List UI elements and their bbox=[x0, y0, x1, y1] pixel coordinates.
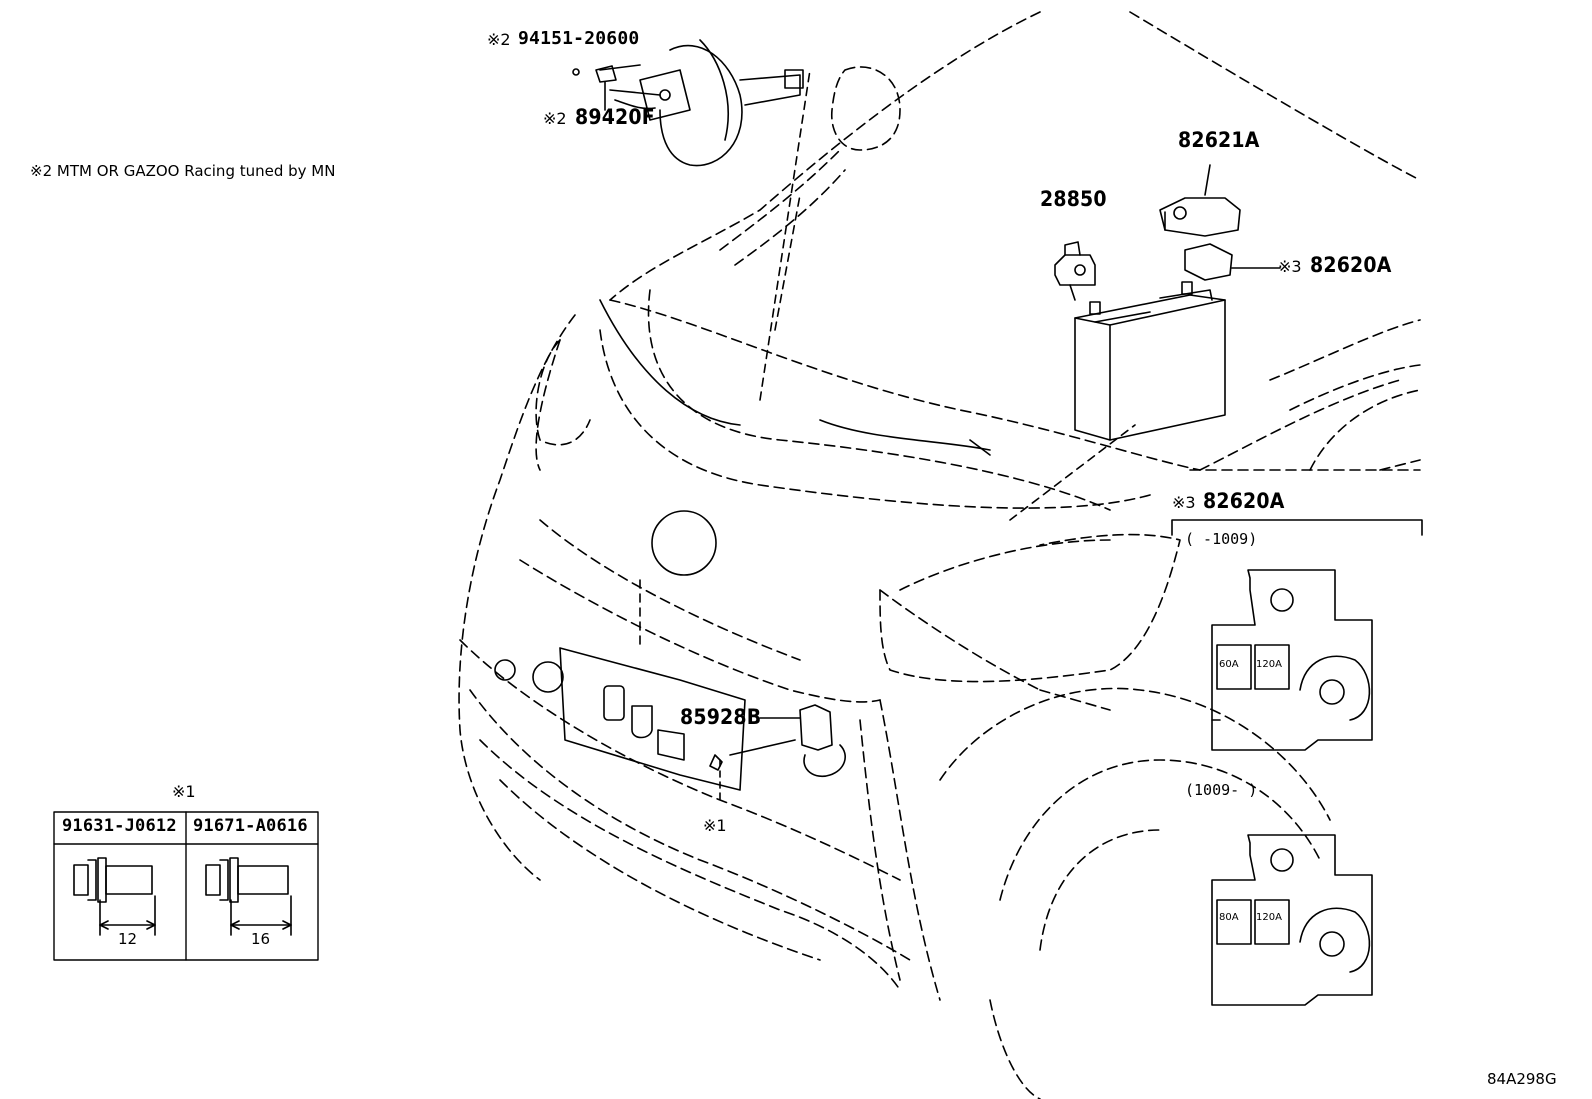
range-bottom: (1009- ) bbox=[1185, 781, 1258, 799]
fuse-60a-box bbox=[1216, 644, 1252, 690]
mark-3-b: ※3 bbox=[1172, 493, 1196, 512]
mark-2-b: ※2 bbox=[543, 109, 567, 128]
part-85928B-harness bbox=[709, 704, 846, 777]
fuse-label-120a-bottom: 120A bbox=[1256, 912, 1282, 923]
bolt-91631 bbox=[73, 857, 156, 936]
part-number-89420F[interactable]: 89420F bbox=[575, 105, 655, 129]
variant-bracket bbox=[1171, 519, 1423, 536]
bolt-table-grid bbox=[53, 811, 319, 961]
sensor-89420F bbox=[572, 65, 617, 111]
battery bbox=[1074, 281, 1226, 441]
car-body-outline bbox=[458, 11, 1421, 1099]
fuse-label-120a-top: 120A bbox=[1256, 659, 1282, 670]
bolt-91671 bbox=[205, 857, 292, 936]
bolt-length-12: 12 bbox=[118, 930, 138, 948]
part-number-82620A-a[interactable]: 82620A bbox=[1310, 253, 1392, 277]
part-number-82620A-b[interactable]: 82620A bbox=[1203, 489, 1285, 513]
range-top: ( -1009) bbox=[1185, 530, 1258, 548]
fuse-label-80a: 80A bbox=[1219, 912, 1239, 923]
fuse-block-bottom bbox=[1211, 834, 1373, 1006]
mark-1-inline: ※1 bbox=[703, 816, 727, 835]
part-number-85928B[interactable]: 85928B bbox=[680, 705, 762, 729]
car-detail-lines bbox=[494, 299, 991, 791]
bolt-part-91631-J0612[interactable]: 91631-J0612 bbox=[62, 816, 177, 836]
part-number-82621A[interactable]: 82621A bbox=[1178, 128, 1260, 152]
part-28850-relay bbox=[1054, 241, 1096, 301]
mark-3-a: ※3 bbox=[1278, 257, 1302, 276]
part-82621A-fusible-link bbox=[1159, 164, 1241, 237]
part-82620A-small bbox=[1184, 243, 1281, 281]
part-number-94151-20600[interactable]: 94151-20600 bbox=[518, 28, 640, 49]
part-number-28850[interactable]: 28850 bbox=[1040, 187, 1107, 211]
mark-1-table: ※1 bbox=[172, 782, 196, 801]
fuse-label-60a: 60A bbox=[1219, 659, 1239, 670]
bolt-part-91671-A0616[interactable]: 91671-A0616 bbox=[193, 816, 308, 836]
diagram-code: 84A298G bbox=[1487, 1070, 1557, 1088]
fuse-block-top bbox=[1211, 569, 1373, 751]
fuse-120a-box-top bbox=[1254, 644, 1290, 690]
brake-booster bbox=[599, 39, 804, 167]
bolt-length-16: 16 bbox=[251, 930, 271, 948]
mtm-gazoo-note: ※2 MTM OR GAZOO Racing tuned by MN bbox=[30, 162, 336, 180]
mark-2-a: ※2 bbox=[487, 30, 511, 49]
